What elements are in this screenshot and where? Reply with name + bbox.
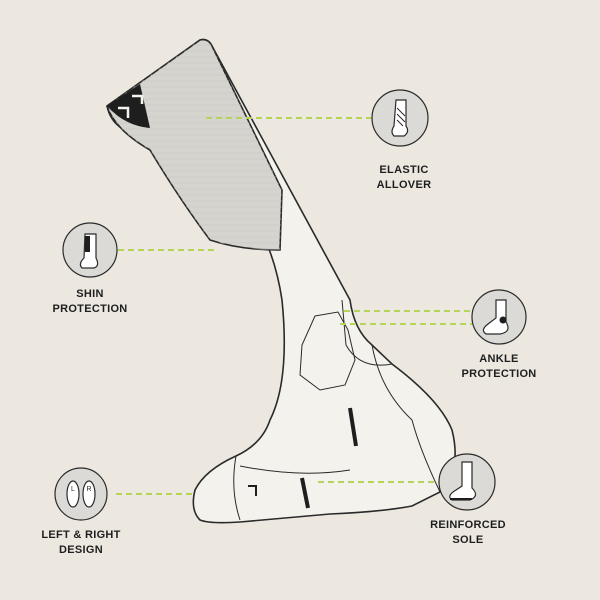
callout-shin-line2: PROTECTION: [52, 303, 128, 315]
heel-seam: [341, 299, 393, 366]
left-badge-letter: L: [71, 486, 75, 493]
brand-mark-toe: [248, 485, 257, 496]
sock-compression-icon: [371, 89, 429, 147]
sole-dark-mark: [300, 477, 310, 509]
brand-mark-cuff: [118, 94, 144, 118]
sock-upper-hatch: [107, 39, 282, 250]
reinforced-sole-icon: [438, 453, 496, 511]
heel-dark-mark: [348, 407, 358, 447]
callout-elastic-line1: ELASTIC: [379, 164, 429, 176]
callout-elastic-allover: ELASTIC ALLOVER: [354, 163, 454, 193]
ankle-sock-icon: [471, 289, 527, 345]
callout-ankle-line2: PROTECTION: [461, 368, 537, 380]
callout-ankle-protection: ANKLE PROTECTION: [446, 352, 552, 382]
right-badge-letter: R: [86, 486, 91, 493]
heel-cup: [371, 344, 441, 493]
ankle-patch: [299, 311, 356, 391]
shin-sock-icon: [62, 222, 118, 278]
callout-shin-line1: SHIN: [76, 288, 104, 300]
toe-cap-line: [239, 465, 351, 474]
callout-ankle-line1: ANKLE: [479, 353, 519, 365]
callout-leftright-line1: LEFT & RIGHT: [41, 529, 121, 541]
callout-shin-protection: SHIN PROTECTION: [40, 287, 140, 317]
callout-leftright-line2: DESIGN: [59, 544, 103, 556]
sock-illustration: [106, 38, 456, 524]
toe-seam: [233, 455, 241, 521]
left-right-footprint-icon: L R: [54, 467, 108, 521]
callout-sole-line2: SOLE: [452, 534, 484, 546]
callout-reinforced-sole: REINFORCED SOLE: [418, 518, 518, 548]
leader-lines: [116, 117, 472, 495]
callout-sole-line1: REINFORCED: [430, 519, 506, 531]
callout-elastic-line2: ALLOVER: [376, 179, 432, 191]
callout-left-right-design: LEFT & RIGHT DESIGN: [26, 528, 136, 558]
